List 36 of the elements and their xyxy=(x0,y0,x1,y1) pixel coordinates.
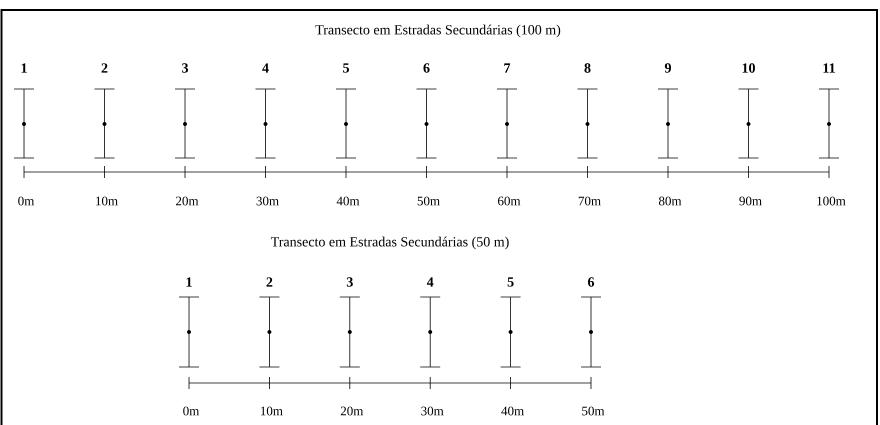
distance-label: 0m xyxy=(183,406,200,416)
point-number: 8 xyxy=(584,63,591,73)
point-number: 7 xyxy=(504,63,510,73)
distance-label: 10m xyxy=(261,406,283,416)
point-number: 6 xyxy=(424,63,430,73)
point-number: 1 xyxy=(186,277,192,287)
distance-label: 100m xyxy=(817,196,846,206)
point-number: 5 xyxy=(343,63,349,73)
distance-label: 20m xyxy=(340,406,364,416)
distance-label: 40m xyxy=(336,196,360,206)
heading: Transecto em Estradas Secundárias (50 m) xyxy=(270,236,509,250)
point-number: 2 xyxy=(102,63,108,73)
distance-label: 50m xyxy=(582,406,604,416)
heading: Transecto em Estradas Secundárias (100 m) xyxy=(315,24,560,38)
distance-label: 20m xyxy=(176,196,198,206)
distance-label: 40m xyxy=(501,406,524,416)
point-number: 3 xyxy=(346,277,353,287)
point-number: 5 xyxy=(508,277,514,287)
point-number: 1 xyxy=(22,63,27,73)
distance-label: 30m xyxy=(256,196,279,206)
point-number: 9 xyxy=(664,63,671,73)
distance-label: 60m xyxy=(498,196,520,206)
distance-label: 50m xyxy=(418,196,440,206)
point-number: 4 xyxy=(426,277,434,287)
distance-label: 0m xyxy=(18,196,34,206)
distance-label: 70m xyxy=(578,196,601,206)
point-number: 11 xyxy=(824,63,835,73)
distance-label: 90m xyxy=(739,196,762,206)
distance-label: 80m xyxy=(658,196,682,206)
point-number: 10 xyxy=(742,63,755,73)
point-number: 2 xyxy=(266,277,272,287)
point-number: 3 xyxy=(182,63,188,73)
point-number: 6 xyxy=(588,277,594,287)
distance-label: 10m xyxy=(96,196,118,206)
point-number: 4 xyxy=(262,63,269,73)
distance-label: 30m xyxy=(421,406,444,416)
